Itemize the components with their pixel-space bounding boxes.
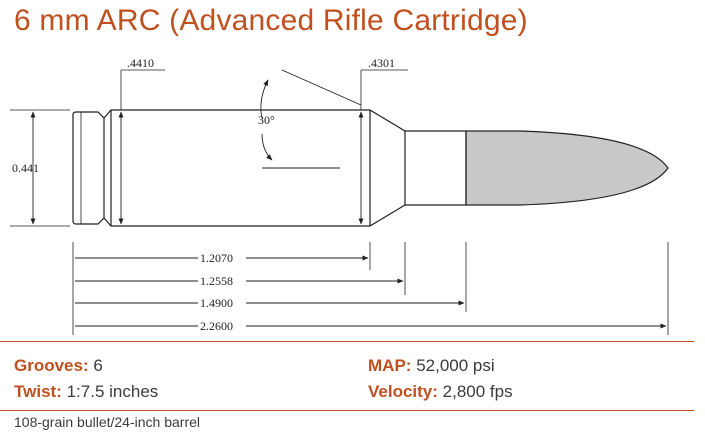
spec-map: MAP: 52,000 psi — [368, 356, 495, 375]
footnote: 108-grain bullet/24-inch barrel — [14, 414, 200, 430]
length-to-shoulder-label: 1.2070 — [200, 251, 233, 265]
spec-twist: Twist: 1:7.5 inches — [14, 382, 159, 401]
shoulder-diameter-label: .4301 — [368, 56, 395, 70]
rim-diameter-label: 0.441 — [12, 161, 39, 175]
spec-grooves: Grooves: 6 — [14, 356, 103, 375]
length-to-neck-label: 1.2558 — [200, 274, 233, 288]
base-diameter-label: .4410 — [127, 56, 154, 70]
page-title: 6 mm ARC (Advanced Rifle Cartridge) — [14, 4, 528, 37]
overall-length-label: 2.2600 — [200, 319, 233, 333]
spec-velocity: Velocity: 2,800 fps — [368, 382, 513, 401]
case-length-label: 1.4900 — [200, 296, 233, 310]
cartridge-diagram: 0.441 .4410 .4301 30° 1.2070 1.2558 1.49… — [10, 56, 669, 335]
case-outline — [72, 111, 105, 225]
bullet — [465, 130, 669, 206]
shoulder-angle-label: 30° — [258, 113, 275, 127]
divider-top — [0, 341, 694, 342]
divider-bottom — [0, 410, 694, 411]
